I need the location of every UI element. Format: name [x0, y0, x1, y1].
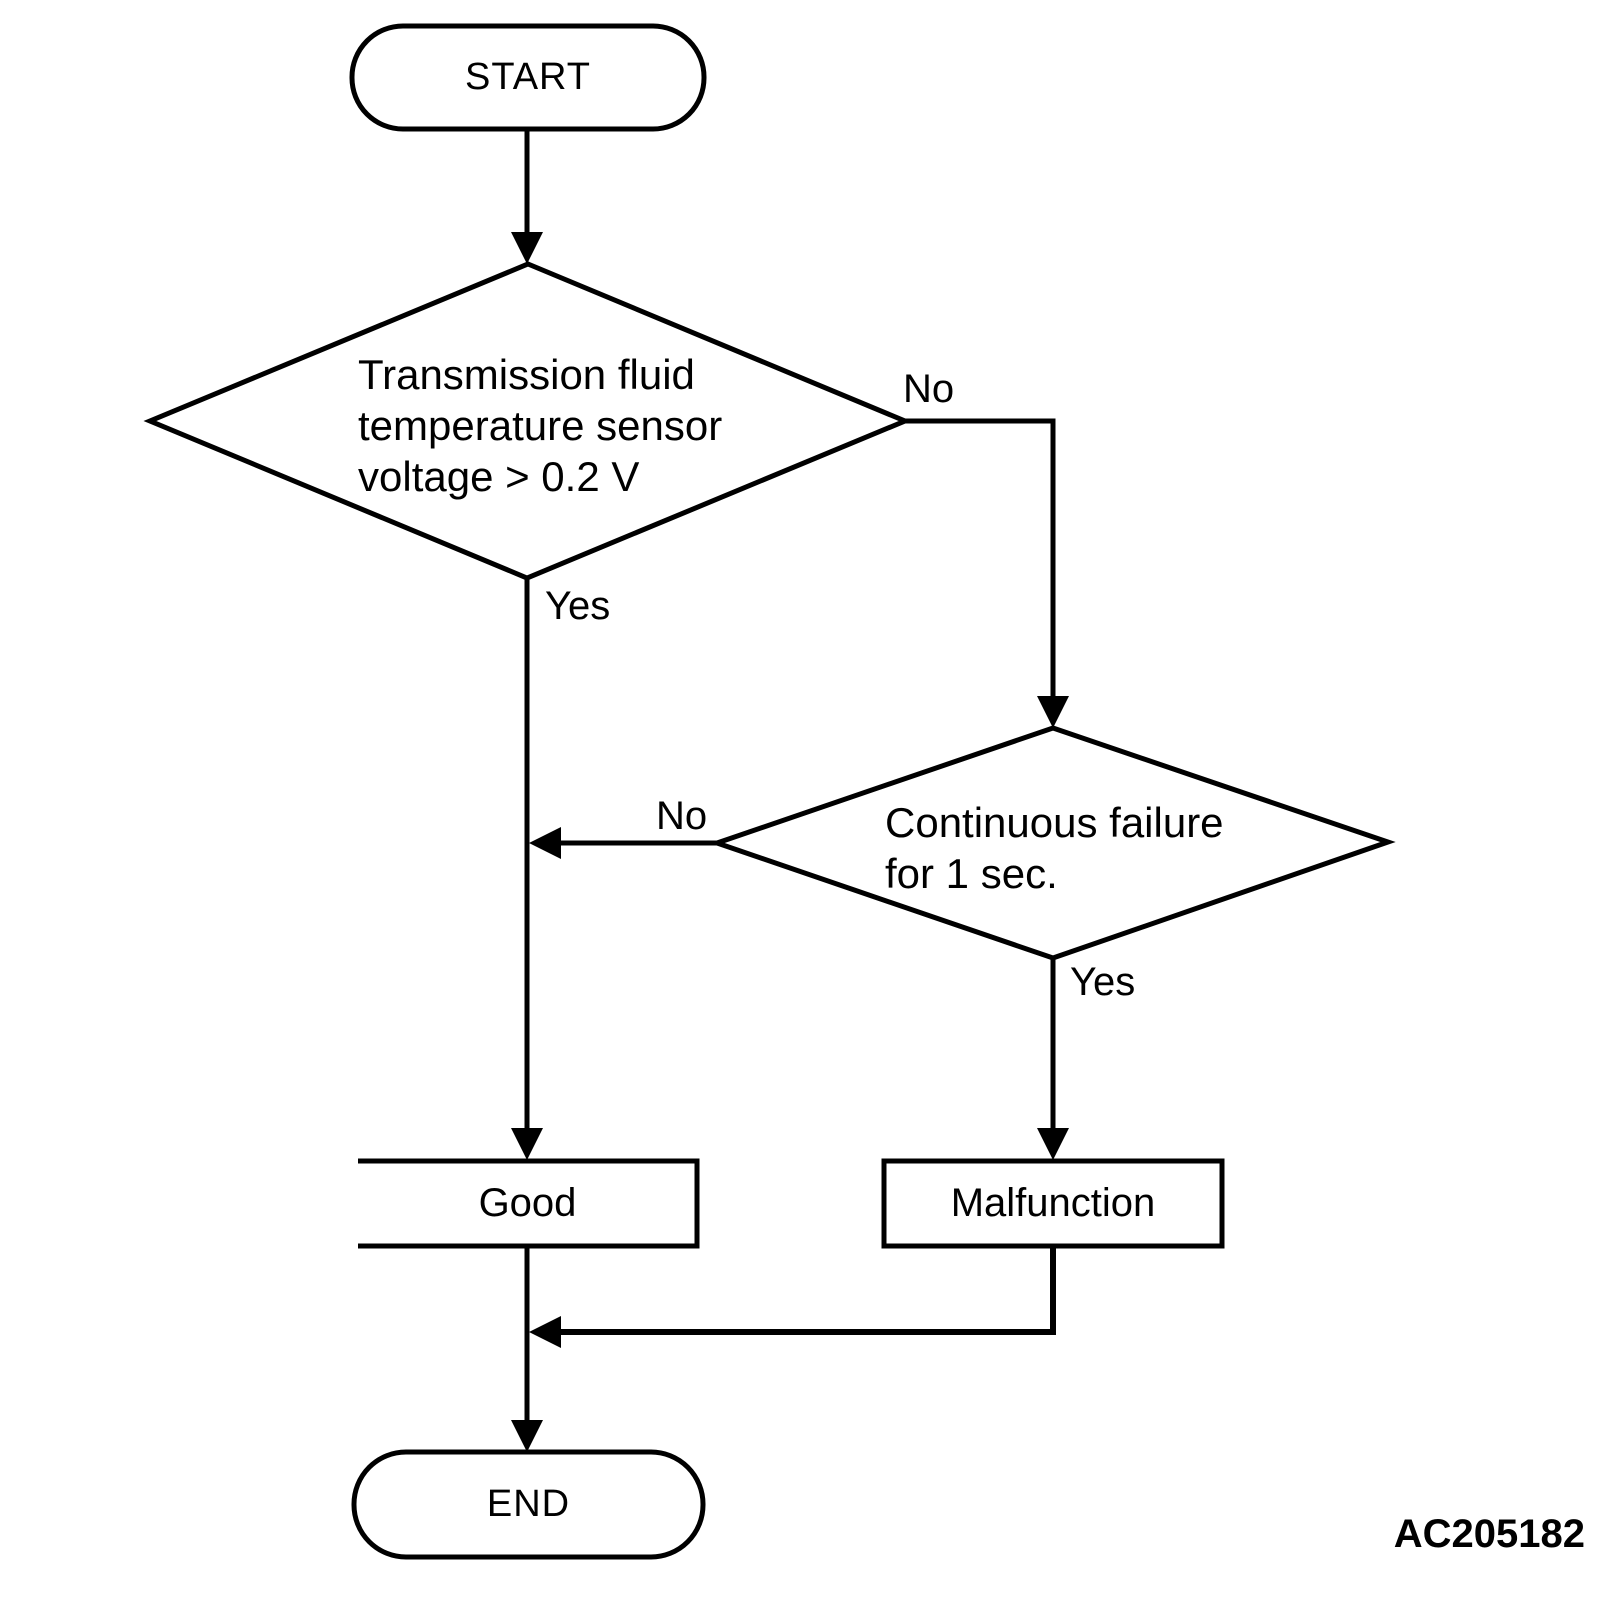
- decision2-yes-edge-label: Yes: [1070, 960, 1136, 1004]
- start-node-label: START: [464, 56, 592, 98]
- arrowhead-decision2-no: [529, 827, 561, 859]
- end-node-shape: [351, 1449, 706, 1560]
- malfunction-node-label: Malfunction: [950, 1181, 1156, 1225]
- arrowhead-into-decision2: [1037, 696, 1069, 728]
- connector-malfunction-to-trunk: [554, 1246, 1056, 1335]
- decision1-line2: temperature sensor: [358, 402, 723, 449]
- arrowhead-into-good: [511, 1128, 543, 1160]
- decision2-text: Continuous failure for 1 sec.: [885, 797, 1224, 899]
- decision2-line2: for 1 sec.: [885, 850, 1058, 897]
- end-node-label: END: [486, 1483, 571, 1525]
- good-node-label: Good: [478, 1181, 577, 1225]
- decision1-line1: Transmission fluid: [358, 351, 695, 398]
- decision2-no-edge-label: No: [656, 794, 708, 838]
- decision1-no-edge-label: No: [903, 367, 955, 411]
- arrowhead-malfunction-join: [529, 1316, 561, 1348]
- decision1-text: Transmission fluid temperature sensor vo…: [358, 349, 722, 502]
- decision1-line3: voltage > 0.2 V: [358, 453, 640, 500]
- arrowhead-into-end: [511, 1420, 543, 1452]
- arrowhead-into-malfunction: [1037, 1128, 1069, 1160]
- figure-id-label: AC205182: [1393, 1512, 1585, 1556]
- arrowhead-into-decision1: [511, 232, 543, 264]
- decision2-line1: Continuous failure: [885, 799, 1224, 846]
- connector-decision1-no: [905, 418, 1056, 704]
- decision1-yes-edge-label: Yes: [545, 584, 611, 628]
